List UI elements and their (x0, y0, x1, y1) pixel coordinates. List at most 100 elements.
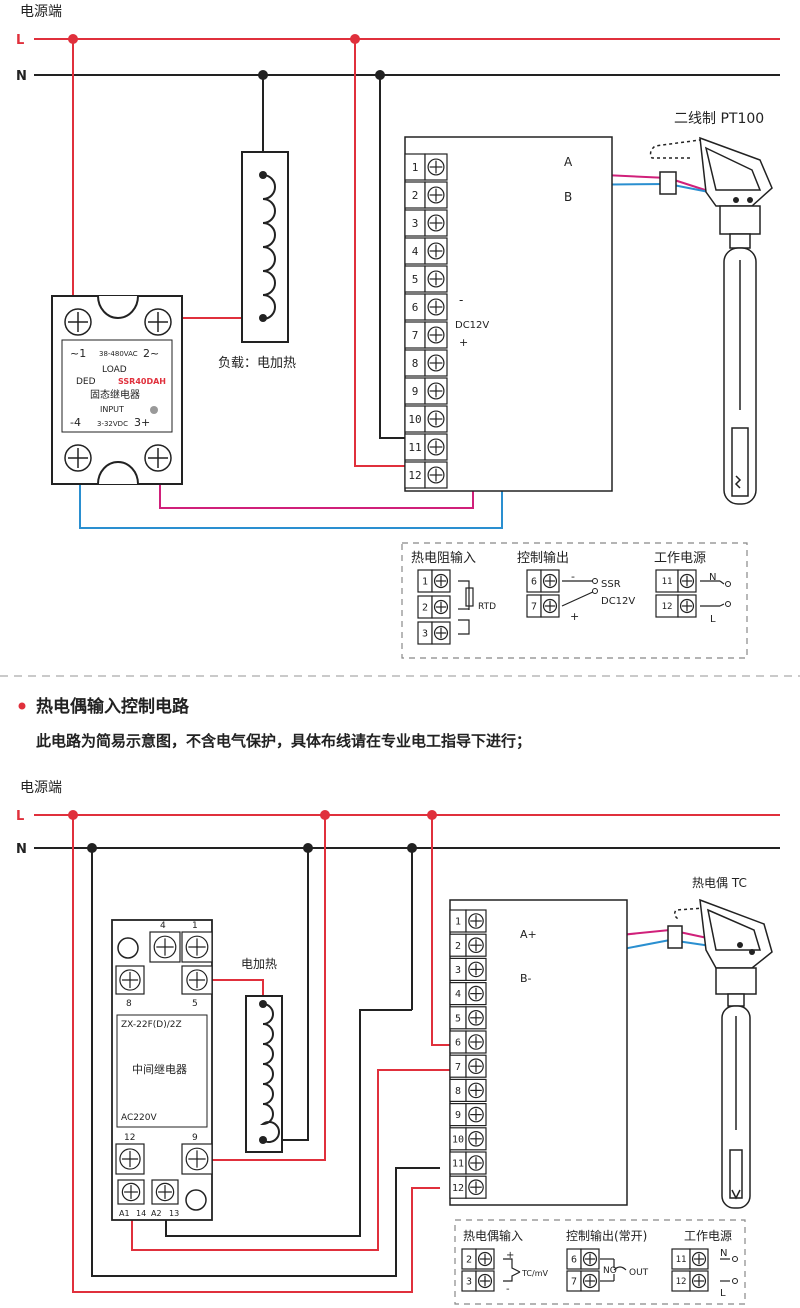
ssr-dc-left: -4 (70, 416, 81, 429)
tc-probe (667, 898, 773, 1209)
legend-ssr: SSR (601, 579, 621, 590)
legend-ctrl-term-7-number: 7 (531, 602, 537, 613)
legend-N: N (709, 572, 716, 583)
top-dc-label: DC12V (455, 320, 489, 331)
relay-t5: 5 (192, 999, 198, 1009)
bottom-terminal-1-number: 1 (455, 917, 461, 928)
bottom-line-N-label: N (16, 842, 27, 857)
bottom-terminal-11: 11 (449, 1151, 487, 1175)
relay-screw-8 (115, 965, 145, 995)
bottom-diagram: 电源端 L N (16, 780, 780, 1305)
bottom-terminal-1: 1 (449, 909, 487, 933)
legend-power-title-2: 工作电源 (684, 1229, 732, 1243)
relay-t1: 1 (192, 921, 198, 931)
section-title: 热电偶输入控制电路 (36, 696, 190, 717)
legend-tc-term-2: 2 (461, 1248, 495, 1270)
relay-t4: 4 (160, 921, 166, 931)
legend-ctrl-term-6-number: 6 (531, 577, 537, 588)
top-diagram: 电源端 L N (16, 4, 780, 659)
bottom-terminal-5-number: 5 (455, 1013, 461, 1024)
top-terminal-9-number: 9 (412, 385, 419, 398)
bottom-line-L-label: L (16, 809, 24, 824)
legend-rtd-title: 热电阻输入 (411, 550, 476, 566)
bottom-terminal-10: 10 (449, 1127, 487, 1151)
bottom-terminal-6: 6 (449, 1030, 487, 1054)
section-bullet (18, 702, 26, 710)
relay-screw-a1 (117, 1179, 145, 1205)
top-terminal-11-number: 11 (408, 441, 421, 454)
bottom-terminal-2-number: 2 (455, 941, 461, 952)
top-terminal-2-number: 2 (412, 189, 419, 202)
top-terminal-5-number: 5 (412, 273, 419, 286)
legend-ctrl2-term-6-number: 6 (571, 1255, 577, 1266)
bottom-terminal-6-number: 6 (455, 1038, 461, 1049)
legend-tc-term-3: 3 (461, 1270, 495, 1292)
legend-power2-term-12-number: 12 (676, 1277, 687, 1287)
bottom-terminal-2: 2 (449, 933, 487, 957)
relay-terminals (115, 931, 213, 1205)
top-line-N-label: N (16, 69, 27, 84)
top-heater (241, 151, 289, 343)
relay-voltage: AC220V (121, 1113, 157, 1123)
bottom-terminal-8: 8 (449, 1078, 487, 1103)
ssr-ac-left: ~1 (70, 347, 86, 360)
relay-t12: 12 (124, 1133, 135, 1143)
legend-rtd-term-1-number: 1 (422, 577, 428, 588)
top-terminal-1-number: 1 (412, 161, 419, 174)
bottom-terminal-10-number: 10 (452, 1134, 464, 1145)
intermediate-relay: 4 1 8 5 ZX-22F(D)/2Z 中间继电器 AC220V 12 9 A… (111, 919, 213, 1221)
bottom-heater-label: 电加热 (241, 957, 277, 971)
legend-out: OUT (629, 1268, 649, 1278)
top-load-label: 负载：电加热 (218, 356, 296, 371)
relay-a2: A2 (151, 1209, 162, 1218)
top-wire-b: B (564, 190, 572, 204)
legend-ctrl-term-7: 7 (526, 594, 560, 618)
legend-power2-term-11: 11 (671, 1248, 709, 1270)
top-terminal-11: 11 (404, 433, 448, 461)
legend-ctrl-minus: - (571, 570, 575, 583)
bottom-terminal-9-number: 9 (455, 1110, 461, 1121)
legend-tc-term-2-number: 2 (466, 1255, 472, 1266)
bottom-terminal-7: 7 (449, 1054, 487, 1078)
bottom-power-label: 电源端 (20, 780, 62, 796)
legend-power-term-11: 11 (655, 569, 697, 593)
top-wire-a: A (564, 155, 573, 169)
legend-rtd-term-2: 2 (417, 595, 451, 619)
legend-power-title: 工作电源 (654, 551, 706, 566)
top-terminal-3-number: 3 (412, 217, 419, 230)
relay-screw-1 (181, 931, 213, 963)
relay-screw-9 (181, 1143, 213, 1175)
top-terminal-10-number: 10 (408, 413, 421, 426)
top-terminal-7: 7 (404, 321, 448, 349)
legend-power2-term-11-number: 11 (676, 1255, 687, 1265)
top-terminal-6: 6 (404, 293, 448, 321)
legend-power-term-12-number: 12 (662, 602, 673, 612)
top-terminal-5: 5 (404, 265, 448, 293)
relay-model: ZX-22F(D)/2Z (121, 1020, 182, 1030)
top-terminal-8: 8 (404, 349, 448, 377)
legend-ctrl-title: 控制输出 (517, 550, 569, 566)
bottom-terminal-4-number: 4 (455, 989, 461, 1000)
legend-tc-minus: - (506, 1284, 510, 1295)
top-terminal-6-number: 6 (412, 301, 419, 314)
ssr-model: SSR40DAH (118, 377, 166, 386)
top-dc-minus: - (459, 293, 463, 307)
legend-rtd-term-3-number: 3 (422, 629, 428, 640)
top-terminal-4-number: 4 (412, 245, 419, 258)
legend-tc: TC/mV (521, 1269, 548, 1278)
relay-screw-5 (181, 965, 213, 995)
legend-power2-term-12: 12 (671, 1270, 709, 1292)
ssr-name: 固态继电器 (90, 388, 140, 401)
top-power-label: 电源端 (20, 4, 62, 20)
legend-ctrl-term-6: 6 (526, 569, 560, 593)
legend-L-2: L (720, 1288, 726, 1299)
top-dc-plus: + (459, 336, 468, 349)
